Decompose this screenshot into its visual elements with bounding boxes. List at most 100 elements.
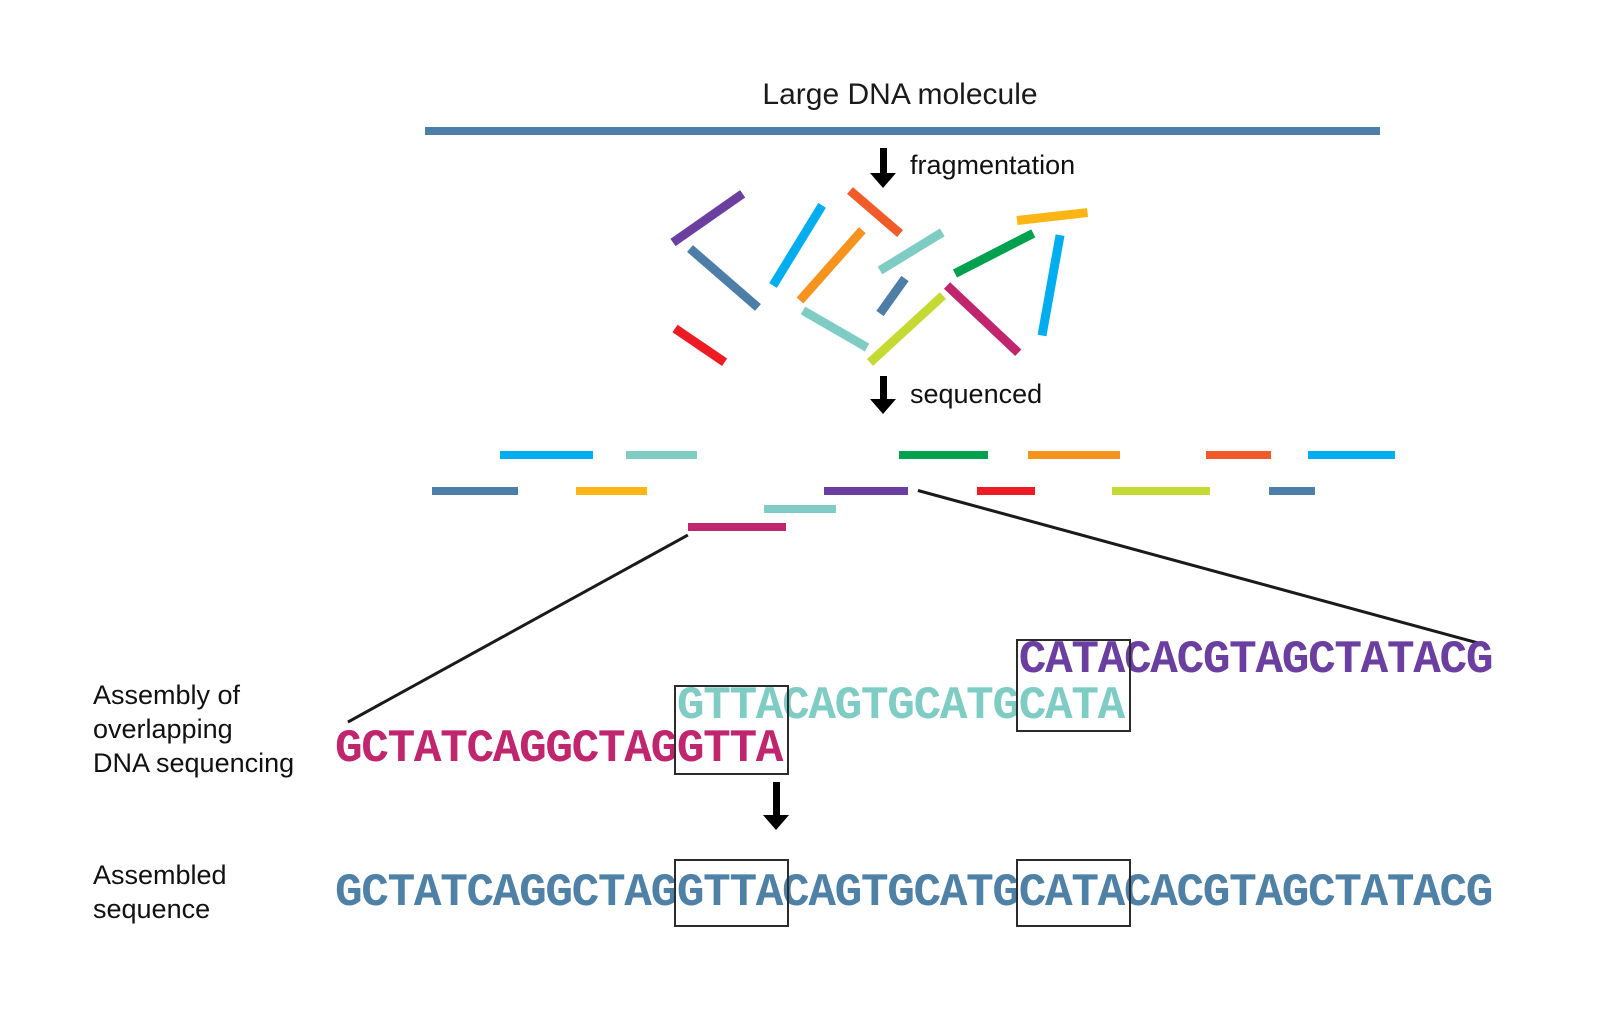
sequence-char: T [860,680,889,732]
sequence-char: G [650,723,679,775]
sequence-char: T [966,867,994,919]
sequence-char: C [1308,634,1336,686]
sequenced-read-bar [824,487,908,495]
sequence-char: G [834,867,863,919]
arrow-stem [879,376,887,399]
sequenced-arrow [870,376,896,414]
sequence-char: G [650,867,679,919]
sequence-char: A [1255,634,1284,686]
sequence-char: C [913,680,942,732]
sequence-char: G [1465,634,1494,686]
assembled-label-line2: sequence [93,894,211,924]
sequence-char: T [1229,634,1257,686]
sequence-char: A [492,867,521,919]
dna-fragment [672,324,728,366]
sequenced-read-bar [626,451,697,459]
sequence-char: G [676,867,705,919]
dna-fragment [847,186,903,237]
sequence-char: T [440,723,468,775]
sequence-char: A [1413,634,1441,686]
sequence-char: C [361,723,389,775]
sequence-char: G [545,867,573,919]
assembled-label: Assembled sequence [93,858,227,926]
sequence-char: G [545,723,573,775]
sequence-char: C [571,723,600,775]
dna-fragment [877,228,945,274]
sequence-char: C [1307,867,1336,919]
sequence-char: T [703,867,731,919]
sequence-char: A [624,723,652,775]
dna-fragment [687,244,761,311]
sequenced-read-bar [977,487,1035,495]
sequenced-read-bar [1028,451,1120,459]
sequence-char: G [335,867,363,919]
diagram-title: Large DNA molecule [762,78,1038,111]
dna-fragment [1016,207,1089,225]
sequence-char: C [1123,867,1152,919]
sequence-char: T [966,680,994,732]
sequence-char: G [676,680,705,732]
sequence-char: C [1018,867,1047,919]
sequence-char: G [335,723,363,775]
sequence-char: T [387,867,416,919]
sequence-char: A [624,867,652,919]
sequenced-read-bar [576,487,647,495]
sequence-char: G [676,723,705,775]
assembly-arrow [763,782,789,830]
sequence-char: T [729,723,758,775]
dna-fragment [943,281,1022,356]
sequence-char: G [519,723,547,775]
sequence-char: A [1360,634,1389,686]
sequenced-read-bar [1112,487,1210,495]
dna-fragment [866,291,947,366]
sequenced-read-bar [432,487,518,495]
sequence-char: C [361,867,389,919]
overlap-box [673,859,790,927]
arrow-stem [772,782,780,815]
sequence-char: A [1413,867,1441,919]
sequence-char: A [1255,867,1283,919]
sequence-char: A [1150,634,1178,686]
sequence-char: T [387,723,416,775]
sequenced-read-bar [1308,451,1395,459]
sequence-char: C [1018,680,1047,732]
sequence-char: C [782,867,810,919]
sequence-char: A [1045,680,1073,732]
sequence-char: A [492,723,521,775]
sequence-char: A [1150,867,1178,919]
sequence-char: T [440,867,468,919]
sequence-char: A [755,867,784,919]
sequence-char: A [1045,634,1073,686]
sequence-char: A [1097,634,1126,686]
sequence-char: C [1018,634,1047,686]
sequence-char: A [755,723,784,775]
sequence-char: A [413,723,442,775]
sequence-char: G [834,680,863,732]
overlap-box [1015,859,1131,927]
sequence-char: T [703,680,731,732]
sequence-char: T [1071,634,1099,686]
assembly-label-line3: DNA sequencing [93,748,295,778]
sequence-char: G [992,680,1021,732]
sequence-char: C [913,867,942,919]
overlap-box [673,685,790,775]
sequence-char: A [1360,867,1389,919]
sequence-char: G [887,680,915,732]
sequence-char: T [729,680,758,732]
pointer-line [347,533,689,724]
sequenced-label: sequenced [910,379,1043,409]
arrow-head [870,173,896,188]
sequence-char: C [571,867,600,919]
sequence-char: G [1281,867,1310,919]
sequence-char: A [413,867,442,919]
sequence-char: A [808,680,836,732]
dna-fragment [952,228,1036,278]
sequence-char: T [1071,680,1099,732]
sequence-char: T [703,723,731,775]
sequence-char: C [1176,867,1205,919]
assembled-label-line1: Assembled [93,860,227,890]
sequence-char: T [729,867,758,919]
